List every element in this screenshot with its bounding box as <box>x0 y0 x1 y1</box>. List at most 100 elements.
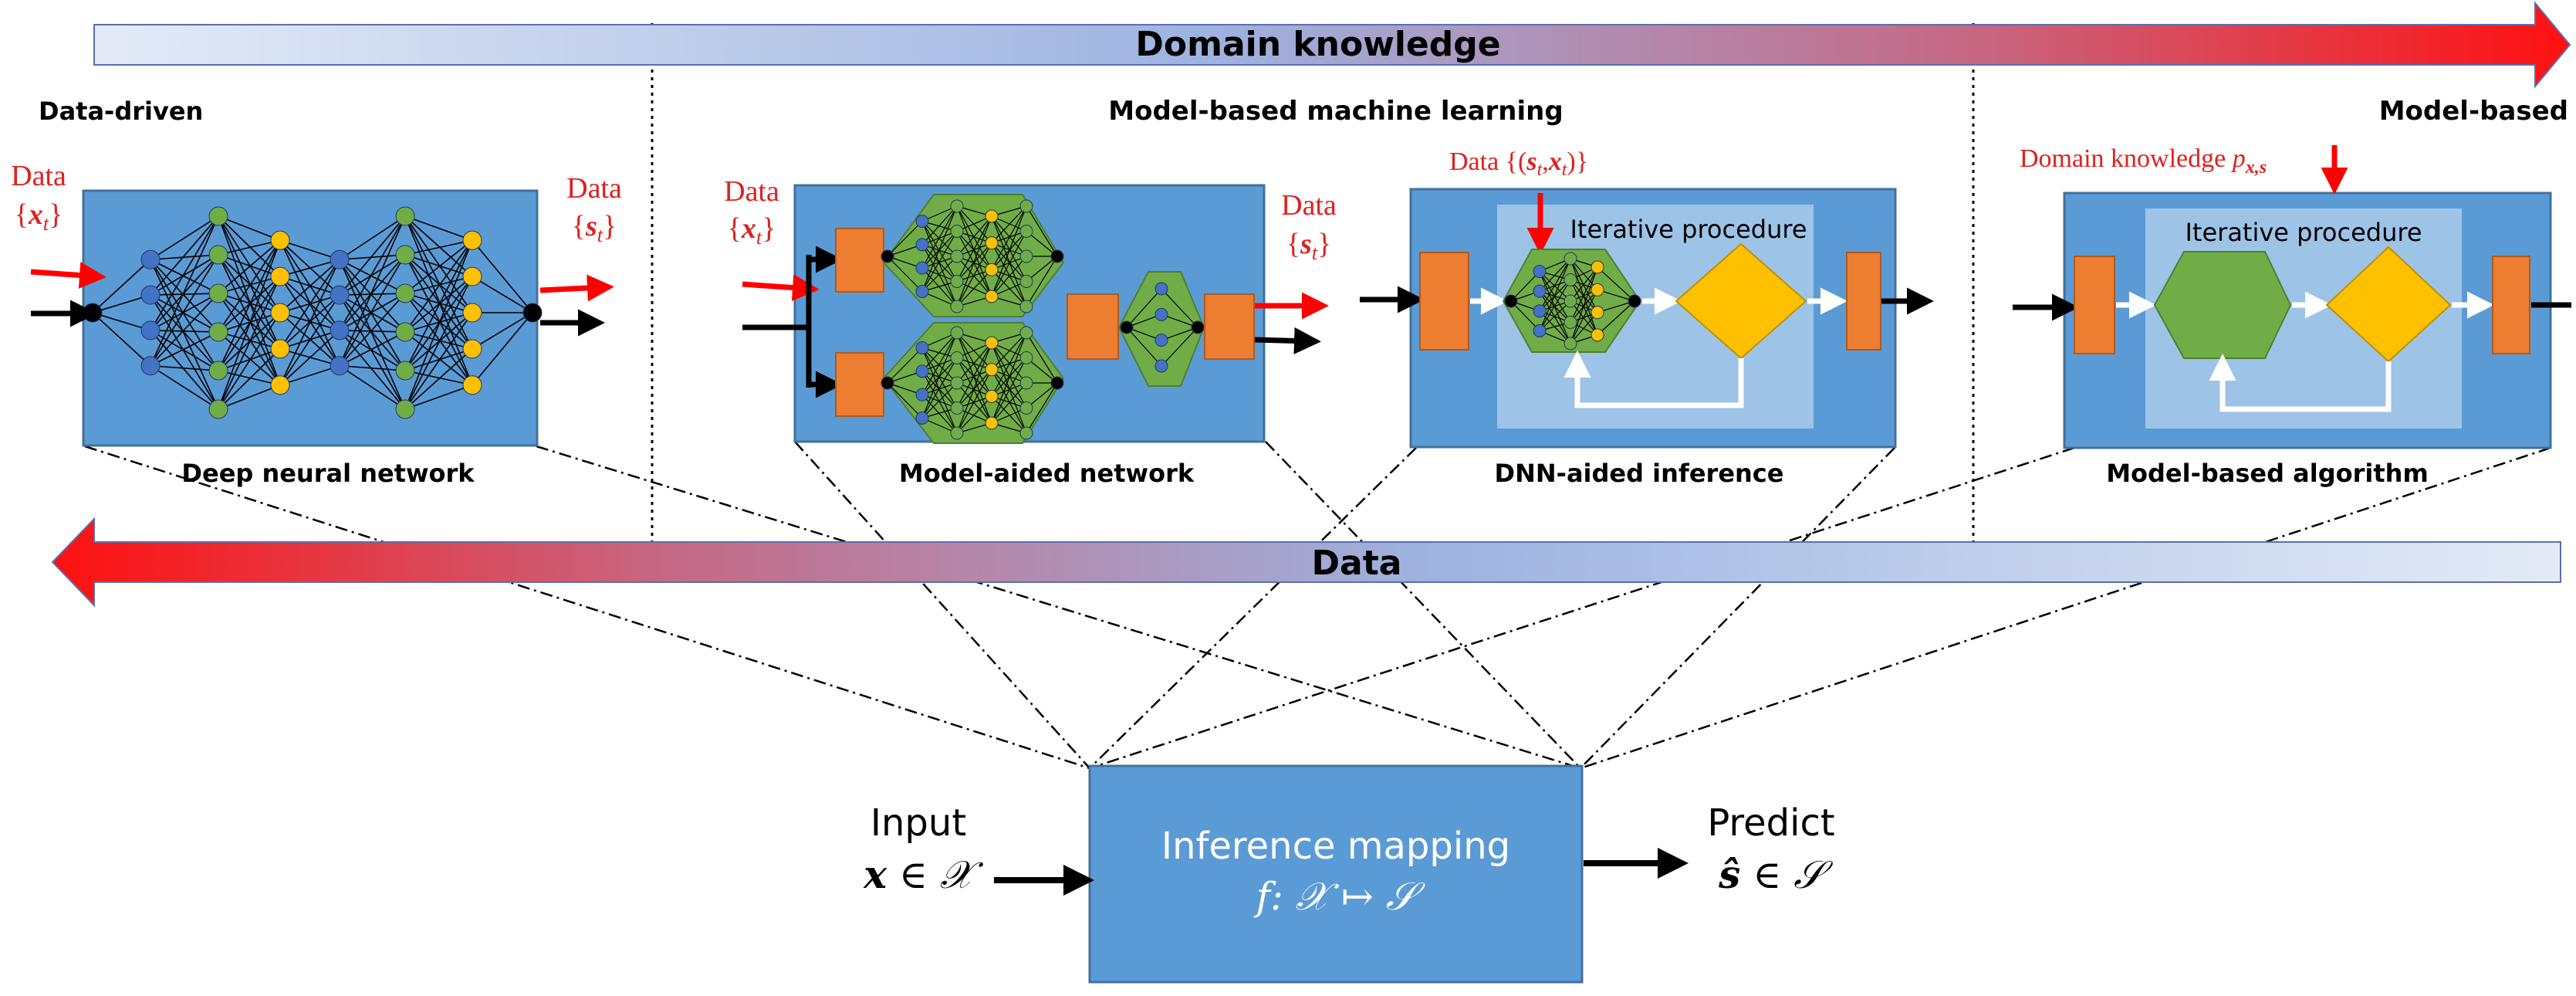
network-edge <box>339 259 406 333</box>
network-node <box>985 336 999 350</box>
network-node <box>915 364 929 378</box>
network-edge <box>404 348 473 410</box>
network-edge <box>218 293 281 313</box>
network-edge <box>956 332 992 424</box>
network-edge <box>472 239 533 313</box>
network-edge <box>956 256 992 297</box>
network-edge <box>150 293 219 367</box>
model-aided-input-data-label: Data <box>724 175 779 208</box>
network-node <box>1564 316 1577 329</box>
network-node <box>1564 252 1577 266</box>
network-node <box>950 426 964 440</box>
network-edge <box>339 215 406 331</box>
paradigm-separators <box>651 23 1975 587</box>
dnn-aided-iterative-label: Iterative procedure <box>1570 215 1807 244</box>
network-edge <box>150 294 219 333</box>
network-edge <box>404 348 473 371</box>
network-edge <box>991 231 1027 297</box>
network-edge <box>921 332 958 372</box>
model-based-loop-arrow <box>2209 354 2392 412</box>
dnn-aided-orange-in <box>1419 252 1469 351</box>
network-edge <box>1026 332 1058 384</box>
network-edge <box>1026 382 1058 434</box>
network-node <box>1533 265 1547 278</box>
network-edge <box>150 215 219 331</box>
network-node <box>1019 275 1033 288</box>
network-edge <box>921 244 958 282</box>
dnn-block: Deep neural network Data {xt} Data {st} <box>11 160 622 488</box>
network-edge <box>218 215 281 350</box>
network-edge <box>218 254 281 277</box>
network-edge <box>404 239 473 256</box>
network-edge <box>404 239 473 333</box>
network-node <box>462 375 482 395</box>
network-edge <box>1570 279 1598 313</box>
model-aided-subnet-2 <box>881 326 1064 440</box>
network-edge <box>150 293 219 331</box>
network-edge <box>339 293 406 367</box>
dnn-input-data-label: Data <box>11 160 66 192</box>
network-edge <box>1510 271 1540 302</box>
network-edge <box>956 205 992 270</box>
network-edge <box>339 215 406 260</box>
network-node <box>1154 307 1168 321</box>
network-node <box>950 249 964 263</box>
network-edge <box>921 347 958 408</box>
network-edge <box>218 312 281 410</box>
network-edge <box>404 239 473 410</box>
domain-knowledge-banner: Domain knowledge <box>93 1 2571 89</box>
network-edge <box>150 330 219 371</box>
dnn-aided-block: Iterative procedure Data {(st,xt)} DNN-a… <box>1360 147 1934 488</box>
network-edge <box>887 347 923 384</box>
network-edge <box>921 221 958 282</box>
network-edge <box>218 312 281 333</box>
network-node <box>140 249 161 269</box>
network-node <box>330 285 350 305</box>
network-edge <box>956 242 992 307</box>
dnn-aided-yellow-diamond <box>1675 242 1807 360</box>
network-edge <box>218 215 281 386</box>
network-edge <box>339 259 406 410</box>
network-node <box>1019 300 1033 313</box>
network-edge <box>991 269 1027 307</box>
network-edge <box>404 293 473 386</box>
network-node <box>1019 249 1033 263</box>
network-edge <box>921 221 958 307</box>
network-edge <box>472 312 533 350</box>
dnn-input-symbol: {xt} <box>15 198 63 235</box>
network-edge <box>472 312 533 386</box>
network-edge <box>150 259 219 333</box>
model-based-orange-out <box>2492 256 2530 354</box>
network-edge <box>279 259 340 277</box>
network-node <box>270 266 290 286</box>
network-edge <box>150 364 219 371</box>
network-node <box>1564 294 1577 308</box>
network-edge <box>218 215 281 277</box>
network-node <box>915 341 929 354</box>
network-edge <box>1597 300 1635 336</box>
network-edge <box>956 342 992 434</box>
network-node <box>1533 304 1547 318</box>
network-edge <box>1126 327 1162 367</box>
data-banner: Data <box>51 517 2561 608</box>
network-node <box>1050 249 1064 263</box>
network-node <box>395 399 415 419</box>
network-edge <box>404 276 473 410</box>
network-node <box>915 388 929 401</box>
network-edge <box>92 259 151 313</box>
network-edge <box>279 364 340 386</box>
network-edge <box>1539 258 1571 312</box>
network-edge <box>150 293 219 296</box>
network-edge <box>150 259 219 294</box>
network-edge <box>921 205 958 269</box>
network-edge <box>279 294 340 386</box>
network-edge <box>991 342 1027 408</box>
network-edge <box>956 215 992 282</box>
network-edge <box>218 293 281 386</box>
dnn-output-red-arrow <box>539 274 614 302</box>
network-edge <box>921 347 958 384</box>
network-edge <box>1539 290 1571 344</box>
paradigm-data-driven: Data-driven <box>39 97 203 126</box>
network-edge <box>956 231 992 270</box>
